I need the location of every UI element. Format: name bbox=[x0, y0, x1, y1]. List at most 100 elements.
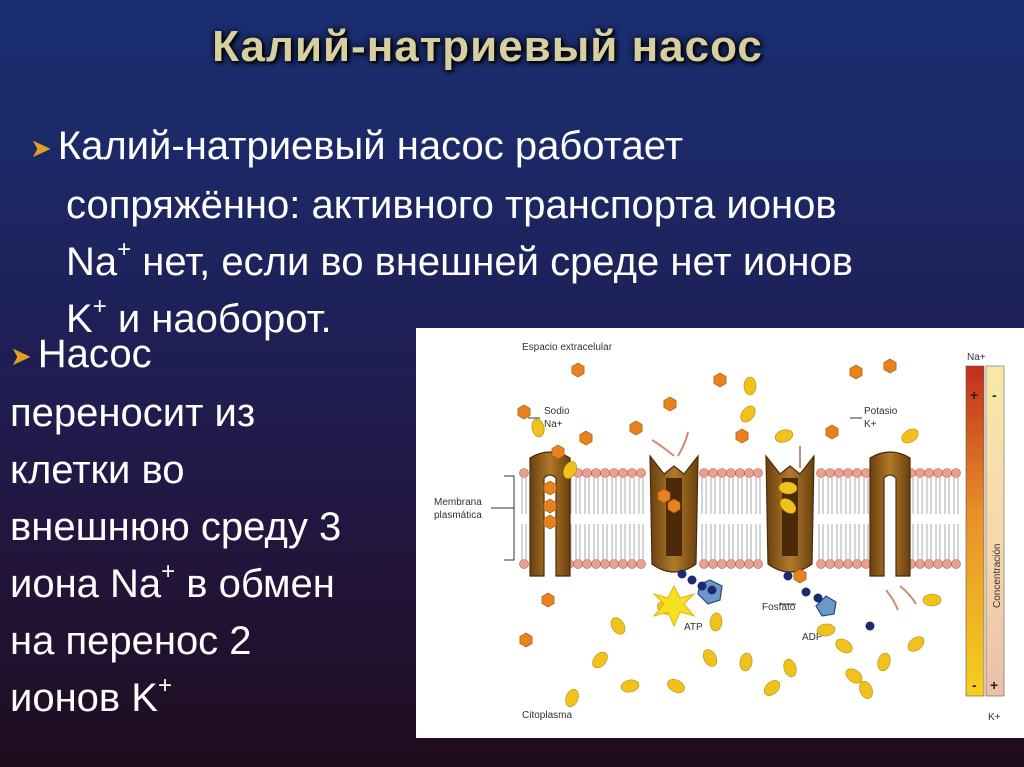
bullet1-line4a: K bbox=[66, 296, 93, 341]
potassium-ion-icon bbox=[592, 651, 608, 669]
potassium-ion-icon bbox=[845, 668, 863, 684]
lipid-head bbox=[924, 559, 934, 569]
sodium-ion-icon bbox=[713, 372, 727, 388]
potassium-ion-icon bbox=[778, 481, 798, 495]
potassium-ion-icon bbox=[859, 681, 873, 699]
potassium-ion-icon bbox=[743, 376, 757, 396]
sodium-ion-icon bbox=[849, 364, 863, 380]
potassium-ion-icon bbox=[922, 593, 942, 607]
sodium-ion-icon bbox=[667, 498, 681, 514]
potassium-ion-icon bbox=[709, 612, 723, 632]
transport-arrows bbox=[651, 431, 917, 611]
lipid-head bbox=[699, 559, 709, 569]
lipid-head bbox=[852, 468, 862, 478]
lipid-head bbox=[627, 468, 637, 478]
potassium-ion-icon bbox=[907, 636, 925, 652]
potassium-ion-icon bbox=[816, 623, 836, 637]
sodium-ion-icon bbox=[663, 396, 677, 412]
potassium-ion-icon bbox=[774, 429, 794, 443]
lipid-head bbox=[816, 468, 826, 478]
lipid-head bbox=[924, 468, 934, 478]
potassium-ion-icon bbox=[563, 461, 577, 479]
lipid-head bbox=[834, 559, 844, 569]
pump-protein-2 bbox=[649, 454, 699, 573]
bullet1-line3a: Na bbox=[66, 239, 118, 284]
phosphate-group-icon bbox=[697, 581, 707, 591]
lipid-head bbox=[933, 468, 943, 478]
gradient-na-label: Na+ bbox=[967, 352, 986, 363]
bullet-point-1: ➤Калий-натриевый насос работает сопряжён… bbox=[30, 118, 990, 348]
bullet1-line4b: и наоборот. bbox=[106, 296, 332, 341]
bullet-point-2: ➤Насос переносит из клетки во внешнюю ср… bbox=[10, 326, 405, 727]
sodium-ion-icon bbox=[793, 568, 807, 584]
extracellular-label: Espacio extracelular bbox=[522, 342, 613, 353]
sodium-ion-icon bbox=[543, 498, 557, 514]
sodium-potassium-pump-diagram: Espacio extracelular Citoplasma Sodio Na… bbox=[416, 328, 1024, 738]
lipid-head bbox=[735, 468, 745, 478]
lipid-head bbox=[582, 468, 592, 478]
potassium-ion-icon bbox=[667, 679, 685, 693]
lipid-head bbox=[600, 468, 610, 478]
slide-title: Калий-натриевый насос bbox=[212, 22, 763, 71]
sodium-ion-icon bbox=[541, 592, 555, 608]
potassium-ion-icon bbox=[877, 652, 891, 672]
potassium-ion-icon bbox=[610, 617, 626, 635]
phosphate-group-icon bbox=[783, 571, 793, 581]
bullet1-line2: сопряжённо: активного транспорта ионов bbox=[66, 182, 837, 227]
phosphate-group-icon bbox=[707, 585, 717, 595]
bullet-arrow-icon: ➤ bbox=[30, 132, 52, 163]
potassium-ion-icon bbox=[783, 658, 797, 678]
bullet2-line1: Насос bbox=[37, 332, 152, 376]
phosphate-group-icon bbox=[801, 587, 811, 597]
sodium-ion-icon bbox=[543, 514, 557, 530]
sodium-ion-icon bbox=[825, 424, 839, 440]
lipid-head bbox=[816, 559, 826, 569]
gradient-plus-bottom: + bbox=[990, 677, 998, 693]
k-release-arrow-icon bbox=[885, 589, 899, 611]
lipid-head bbox=[915, 559, 925, 569]
lipid-head bbox=[843, 468, 853, 478]
lipid-head bbox=[951, 559, 961, 569]
sodium-ion-icon bbox=[551, 444, 565, 460]
lipid-head bbox=[726, 559, 736, 569]
sodium-ion-icon bbox=[517, 404, 531, 420]
bullet1-line1: Калий-натриевый насос работает bbox=[57, 124, 684, 168]
lipid-head bbox=[627, 559, 637, 569]
phosphate-group-icon bbox=[865, 621, 875, 631]
gradient-minus-top: - bbox=[992, 387, 997, 403]
phosphate-label: Fosfato bbox=[762, 602, 796, 613]
k-release-arrow-icon-2 bbox=[899, 585, 917, 605]
bullet2-line6: на перенос 2 bbox=[10, 618, 252, 663]
lipid-head bbox=[942, 468, 952, 478]
bullet2-line2: переносит из bbox=[10, 390, 256, 435]
lipid-head bbox=[744, 468, 754, 478]
potassium-ion-icon bbox=[901, 428, 919, 444]
lipid-head bbox=[951, 468, 961, 478]
atp-hydrolysis bbox=[652, 569, 875, 631]
lipid-head bbox=[519, 468, 529, 478]
bullet1-sup: + bbox=[117, 235, 132, 263]
lipid-head bbox=[744, 559, 754, 569]
lipid-head bbox=[726, 468, 736, 478]
phosphate-groups bbox=[677, 569, 875, 631]
bullet2-line5b: в обмен bbox=[175, 561, 335, 606]
bullet2-line5a: иона Na bbox=[10, 561, 162, 606]
gradient-k-label: K+ bbox=[988, 712, 1001, 723]
lipid-head bbox=[573, 559, 583, 569]
lipid-head bbox=[609, 559, 619, 569]
potassium-ion-icon bbox=[565, 688, 579, 708]
bullet1-sup-2: + bbox=[92, 292, 107, 320]
bullet2-line4: внешнюю среду 3 bbox=[10, 504, 342, 549]
lipid-head bbox=[852, 559, 862, 569]
lipid-head bbox=[825, 468, 835, 478]
lipid-head bbox=[708, 468, 718, 478]
concentration-gradient-na bbox=[965, 365, 985, 697]
sodium-ion-icon bbox=[519, 632, 533, 648]
lipid-head bbox=[609, 468, 619, 478]
gradient-plus-top: + bbox=[970, 387, 978, 403]
concentration-label: Concentración bbox=[992, 544, 1003, 608]
lipid-head bbox=[753, 468, 763, 478]
bullet2-sup-2: + bbox=[157, 671, 172, 699]
lipid-head bbox=[753, 559, 763, 569]
lipid-head bbox=[933, 559, 943, 569]
